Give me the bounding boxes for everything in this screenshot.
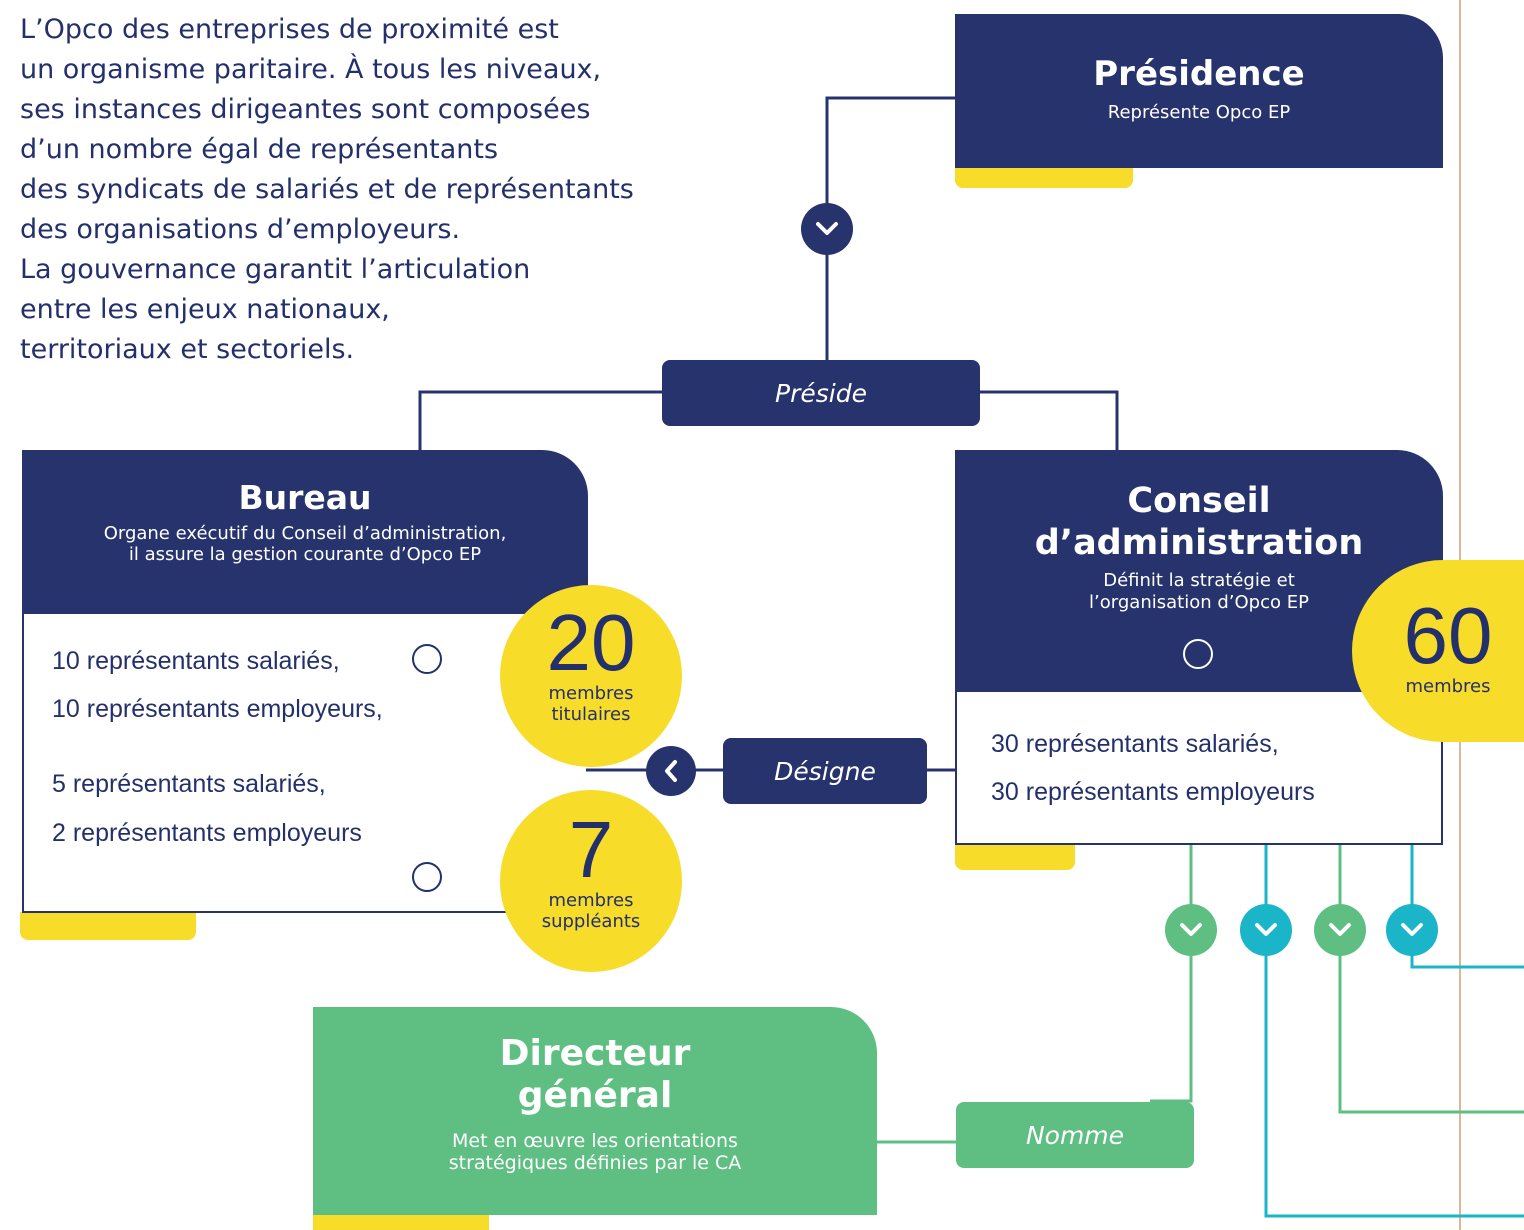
- conseil-count: 60: [1403, 591, 1493, 680]
- intro-line: des syndicats de salariés et de représen…: [20, 174, 634, 205]
- titulaires-count: 20: [546, 598, 636, 687]
- bureau-titulaire-line: 10 représentants salariés,: [52, 647, 340, 675]
- conseil-subtitle-line: Définit la stratégie et: [1103, 570, 1295, 591]
- presidence-title: Présidence: [1093, 54, 1305, 94]
- presidence-box: Présidence Représente Opco EP: [955, 14, 1443, 168]
- bureau-box: Bureau Organe exécutif du Conseil d’admi…: [22, 450, 588, 614]
- directeur-title-line: Directeur: [499, 1033, 691, 1074]
- green-connector-1: [1150, 843, 1193, 1103]
- intro-text: L’Opco des entreprises de proximité est …: [20, 10, 780, 370]
- conseil-members-panel: 30 représentants salariés, 30 représenta…: [955, 690, 1443, 845]
- nomme-label: Nomme: [956, 1102, 1194, 1168]
- directeur-accent-bar: [313, 1212, 489, 1230]
- directeur-box: Directeur général Met en œuvre les orien…: [313, 1007, 877, 1215]
- conseil-subtitle-line: l’organisation d’Opco EP: [1089, 592, 1309, 613]
- titulaires-label: titulaires: [551, 704, 631, 725]
- conseil-member-line: 30 représentants salariés,: [991, 730, 1279, 758]
- chevron-down-icon: [801, 203, 853, 255]
- bureau-accent-bar: [20, 912, 196, 940]
- green-connector-2: [1338, 843, 1524, 1114]
- bureau-title: Bureau: [238, 478, 372, 517]
- presidence-subtitle: Représente Opco EP: [1107, 102, 1291, 123]
- bureau-members-panel: 10 représentants salariés, 10 représenta…: [22, 613, 586, 913]
- titulaires-label: membres: [548, 683, 634, 704]
- intro-line: La gouvernance garantit l’articulation: [20, 254, 531, 285]
- directeur-subtitle-line: Met en œuvre les orientations: [452, 1130, 738, 1152]
- bureau-titulaire-line: 10 représentants employeurs,: [52, 695, 383, 723]
- suppleants-connector-dot: [412, 862, 442, 892]
- designe-label: Désigne: [723, 738, 927, 804]
- chevron-down-icon: [1240, 904, 1292, 956]
- titulaires-count-badge: 20 membres titulaires: [500, 585, 682, 767]
- suppleants-label: suppléants: [541, 911, 641, 932]
- chevron-down-icon: [1165, 904, 1217, 956]
- conseil-connector-dot: [1183, 639, 1213, 669]
- suppleants-count: 7: [568, 805, 614, 894]
- intro-line: L’Opco des entreprises de proximité est: [20, 14, 559, 45]
- titulaires-connector-dot: [412, 644, 442, 674]
- conseil-count-badge: 60 membres: [1352, 560, 1524, 742]
- presidence-connector: [825, 96, 955, 360]
- chevron-down-icon: [1314, 904, 1366, 956]
- conseil-member-line: 30 représentants employeurs: [991, 778, 1315, 806]
- teal-connector-2: [1410, 843, 1524, 969]
- suppleants-label: membres: [548, 890, 634, 911]
- intro-line: territoriaux et sectoriels.: [20, 334, 355, 365]
- bureau-suppleant-line: 5 représentants salariés,: [52, 770, 326, 798]
- intro-line: un organisme paritaire. À tous les nivea…: [20, 54, 602, 85]
- bureau-subtitle-line: Organe exécutif du Conseil d’administrat…: [103, 523, 507, 544]
- intro-line: des organisations d’employeurs.: [20, 214, 461, 245]
- teal-connector-1: [1264, 843, 1524, 1218]
- bureau-subtitle-line: il assure la gestion courante d’Opco EP: [128, 544, 482, 565]
- bureau-suppleant-line: 2 représentants employeurs: [52, 819, 362, 847]
- intro-line: ses instances dirigeantes sont composées: [20, 94, 591, 125]
- chevron-down-icon: [1386, 904, 1438, 956]
- conseil-accent-bar: [955, 842, 1075, 870]
- preside-label: Préside: [662, 360, 980, 426]
- directeur-subtitle-line: stratégiques définies par le CA: [448, 1152, 742, 1174]
- intro-line: entre les enjeux nationaux,: [20, 294, 390, 325]
- conseil-title-line: Conseil: [1127, 481, 1271, 521]
- directeur-title-line: général: [517, 1075, 673, 1116]
- conseil-count-label: membres: [1405, 676, 1491, 697]
- chevron-left-icon: [646, 746, 696, 796]
- suppleants-count-badge: 7 membres suppléants: [500, 790, 682, 972]
- conseil-title-line: d’administration: [1034, 523, 1364, 563]
- intro-line: d’un nombre égal de représentants: [20, 134, 499, 165]
